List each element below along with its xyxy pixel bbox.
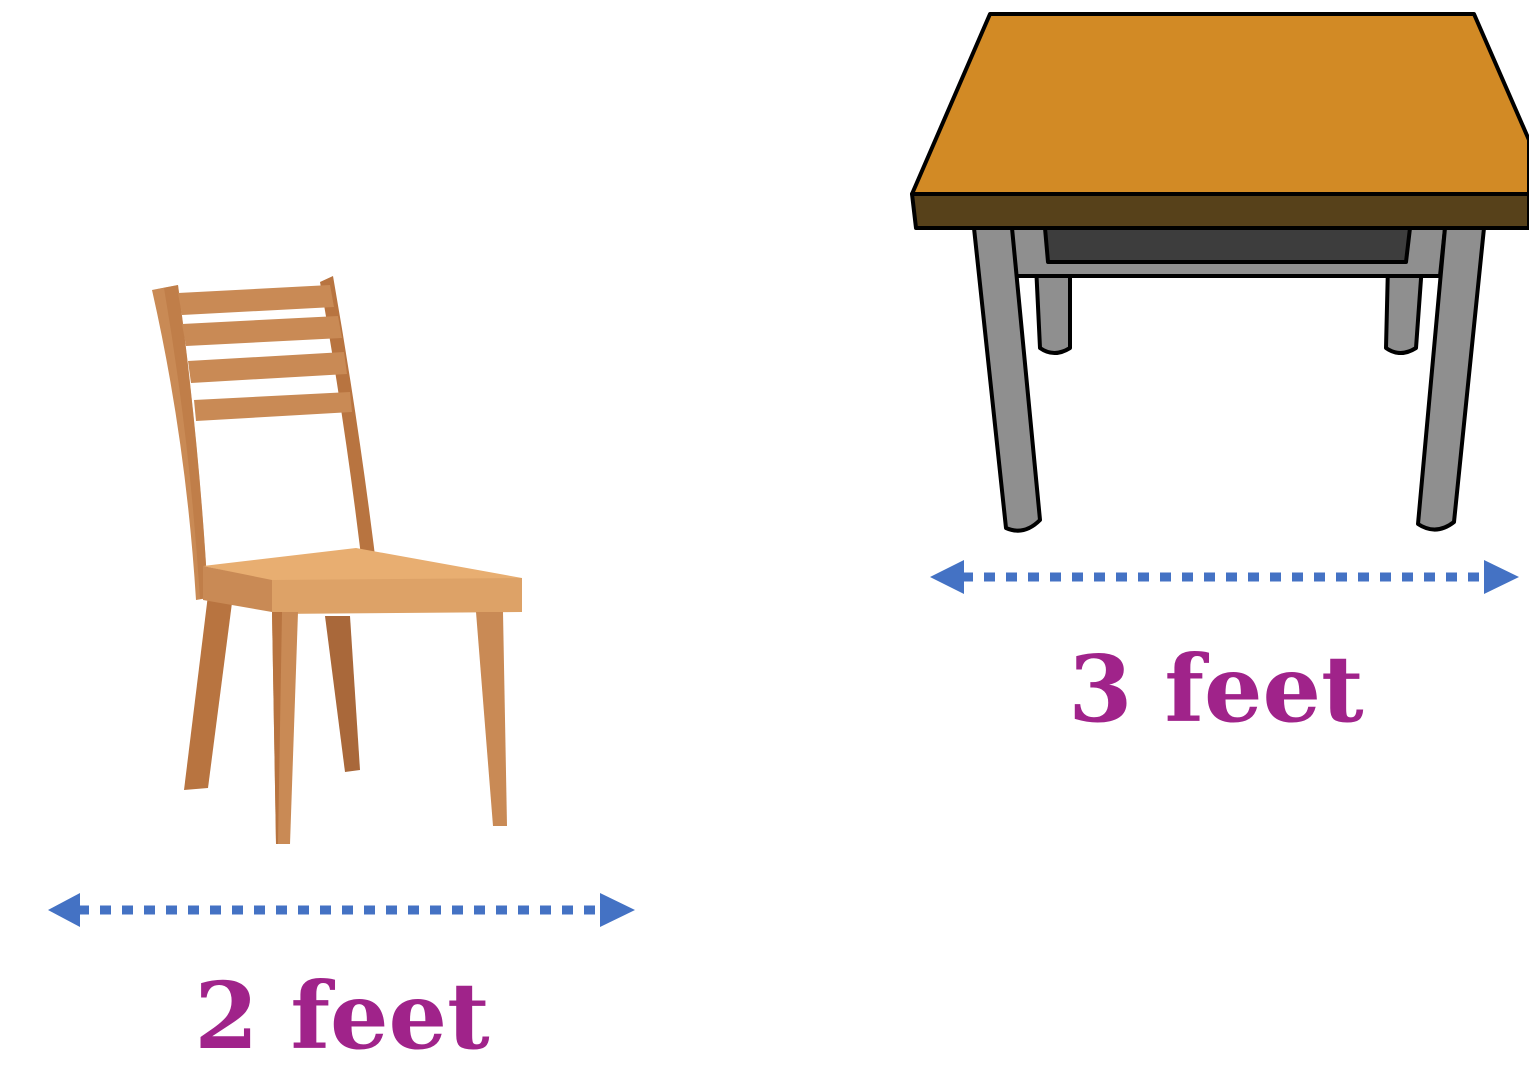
chair-arrow-left-head — [48, 893, 80, 927]
chair-width-arrow — [48, 893, 635, 927]
table-arrow-right-head — [1484, 560, 1519, 594]
table-illustration — [912, 14, 1529, 531]
table-width-label: 3 feet — [966, 643, 1466, 735]
chair-arrow-right-head — [600, 893, 635, 927]
chair-illustration — [152, 276, 522, 844]
table-width-arrow — [930, 560, 1519, 594]
table-arrow-left-head — [930, 560, 964, 594]
chair-width-label: 2 feet — [92, 970, 592, 1062]
